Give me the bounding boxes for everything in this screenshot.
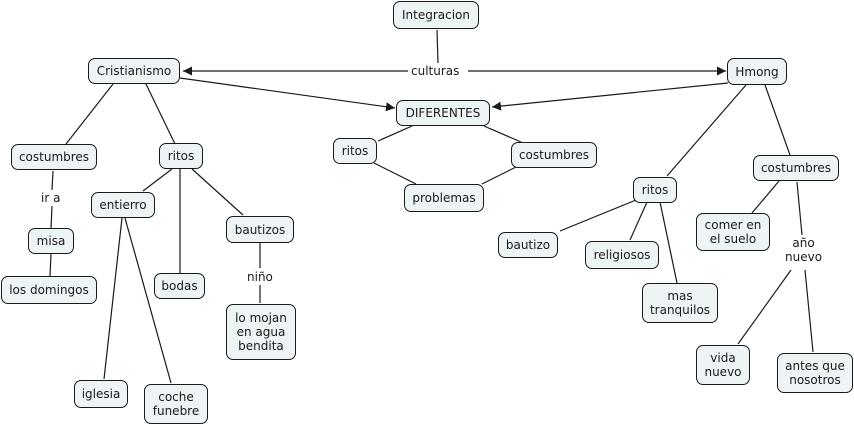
edge-ritos-problemas [373, 162, 417, 185]
concept-diferentes[interactable]: DIFERENTES [396, 100, 490, 126]
concept-los-domingos[interactable]: los domingos [1, 276, 97, 304]
concept-antes-que-nosotros[interactable]: antes que nosotros [777, 353, 853, 393]
edge-anonuevo-vida [737, 269, 792, 345]
concept-diferentes-costumbres[interactable]: costumbres [511, 142, 597, 168]
concept-cristianismo[interactable]: Cristianismo [88, 58, 180, 84]
edge-hritos-mastranquilos [659, 201, 678, 284]
concept-problemas[interactable]: problemas [404, 184, 484, 212]
concept-vida-nuevo[interactable]: vida nuevo [696, 345, 750, 385]
concept-misa[interactable]: misa [28, 228, 74, 254]
concept-iglesia[interactable]: iglesia [74, 380, 128, 408]
edge-entierro-iglesia [103, 217, 123, 380]
edge-entierro-coche [124, 217, 172, 384]
edge-hcostumbres-comer [751, 180, 780, 214]
edge-ritos-bautizos [191, 168, 244, 216]
edge-hmong-ritos [666, 84, 747, 177]
edge-diferentes-ritos [377, 125, 413, 142]
concept-entierro[interactable]: entierro [91, 192, 155, 218]
concept-religiosos[interactable]: religiosos [585, 241, 659, 269]
concept-hmong-ritos[interactable]: ritos [633, 177, 677, 203]
edge-ritos-entierro [142, 168, 173, 192]
concept-hmong-costumbres[interactable]: costumbres [753, 155, 839, 181]
linking-phrase-ir-a: ir a [39, 191, 63, 205]
linking-phrase-culturas: culturas [409, 64, 462, 78]
edge-hcostumbres-anonuevo [796, 181, 803, 236]
edge-anonuevo-antes [804, 269, 814, 353]
edge-misa-losdomingos [49, 253, 52, 277]
edge-cristianismo-diferentes [179, 77, 396, 112]
concept-coche-funebre[interactable]: coche funebre [144, 384, 208, 424]
concept-hmong[interactable]: Hmong [727, 58, 787, 85]
linking-phrase-ano-nuevo: año nuevo [783, 236, 825, 264]
edge-hritos-bautizo [559, 199, 637, 232]
concept-bautizo[interactable]: bautizo [498, 232, 558, 258]
edge-costumbres-ira [51, 170, 54, 191]
edge-cristianismo-costumbres [65, 83, 114, 145]
concept-mas-tranquilos[interactable]: mas tranquilos [642, 283, 718, 323]
concept-cristianismo-ritos[interactable]: ritos [159, 143, 203, 169]
linking-phrase-nino: niño [245, 270, 275, 284]
edge-hmong-costumbres [764, 84, 791, 156]
edge-integracion-culturas [436, 29, 439, 64]
edge-hmong-diferentes [491, 82, 729, 111]
concept-bodas[interactable]: bodas [154, 273, 205, 299]
edge-costumbres-problemas [481, 166, 517, 185]
edge-ira-misa [50, 205, 53, 230]
edge-hritos-religiosos [629, 201, 648, 241]
concept-lo-mojan-en-agua-bendita[interactable]: lo mojan en agua bendita [226, 304, 296, 360]
edge-cristianismo-ritos [145, 83, 176, 145]
concept-comer-en-el-suelo[interactable]: comer en el suelo [696, 213, 770, 251]
edge-diferentes-costumbres [483, 125, 522, 143]
concept-integracion[interactable]: Integracion [393, 1, 479, 29]
concept-diferentes-ritos[interactable]: ritos [333, 138, 377, 164]
concept-cristianismo-costumbres[interactable]: costumbres [11, 144, 97, 170]
concept-bautizos[interactable]: bautizos [226, 216, 294, 243]
